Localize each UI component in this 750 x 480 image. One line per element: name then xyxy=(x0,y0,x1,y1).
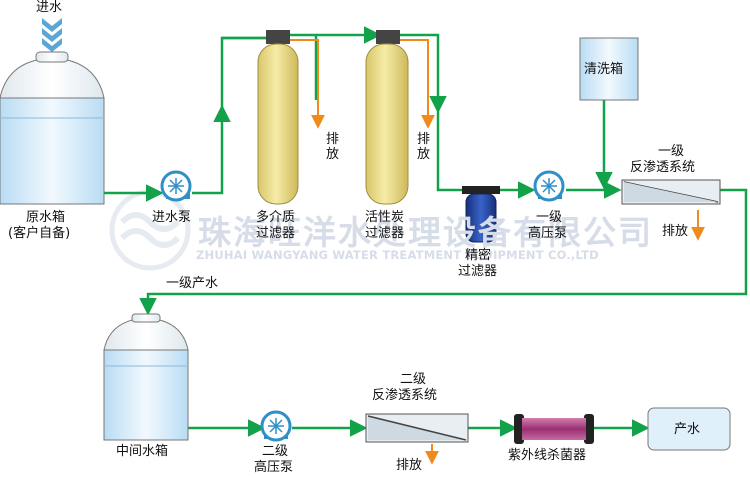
label-first-stage-product: 一级产水 xyxy=(166,276,219,291)
label-hp-pump-1-line2: 高压泵 xyxy=(528,226,568,241)
uv-sterilizer xyxy=(514,414,594,444)
drain-arrows xyxy=(288,39,705,465)
label-ro1-line2: 反渗透系统 xyxy=(630,160,696,175)
label-cleaning-tank: 清洗箱 xyxy=(584,62,624,77)
inlet-chevrons-icon xyxy=(42,18,62,52)
label-ro2-drain: 排放 xyxy=(396,458,423,473)
middle-water-tank xyxy=(103,313,189,441)
label-multimedia-2: 过滤器 xyxy=(256,226,296,241)
hp-pump-2-icon xyxy=(260,410,292,442)
label-drain-2: 排放 xyxy=(416,132,430,162)
pipes-pretreatment xyxy=(104,26,748,437)
label-precision-2: 过滤器 xyxy=(458,264,498,279)
cleaning-tank xyxy=(579,37,639,101)
label-hp-pump-2-line2: 高压泵 xyxy=(254,460,294,475)
label-raw-tank: 原水箱 xyxy=(26,210,66,225)
label-precision-1: 精密 xyxy=(465,248,492,263)
label-raw-tank-note: (客户自备) xyxy=(8,226,71,241)
label-inlet: 进水 xyxy=(36,0,63,15)
label-ro1-line1: 一级 xyxy=(658,144,685,159)
label-uv-sterilizer: 紫外线杀菌器 xyxy=(508,448,587,463)
watermark-logo-icon xyxy=(109,189,191,271)
label-ro2-line2: 反渗透系统 xyxy=(372,388,438,403)
inlet-pump-icon xyxy=(160,170,192,202)
product-water-box xyxy=(647,407,731,451)
label-hp-pump-1-line1: 一级 xyxy=(536,210,563,225)
label-carbon-2: 过滤器 xyxy=(365,226,405,241)
precision-filter xyxy=(462,186,500,243)
carbon-filter xyxy=(365,30,409,205)
label-inlet-pump: 进水泵 xyxy=(152,210,192,225)
hp-pump-1-icon xyxy=(533,170,565,202)
raw-water-tank xyxy=(0,51,105,205)
watermark-company-en: ZHUHAI WANGYANG WATER TREATMENT EQUIPMEN… xyxy=(196,248,599,262)
ro-system-2 xyxy=(365,413,469,443)
label-hp-pump-2-line1: 二级 xyxy=(262,444,289,459)
label-ro2-line1: 二级 xyxy=(400,372,427,387)
label-drain-1: 排放 xyxy=(325,132,339,162)
label-carbon-1: 活性炭 xyxy=(365,210,405,225)
multimedia-filter xyxy=(257,30,299,205)
label-middle-tank: 中间水箱 xyxy=(116,444,169,459)
watermark-company-cn: 珠海旺洋水处理设备有限公司 xyxy=(198,213,653,252)
ro-system-1 xyxy=(621,179,721,205)
label-ro1-drain: 排放 xyxy=(662,224,689,239)
label-multimedia-1: 多介质 xyxy=(256,210,296,225)
label-product-water: 产水 xyxy=(674,422,701,437)
